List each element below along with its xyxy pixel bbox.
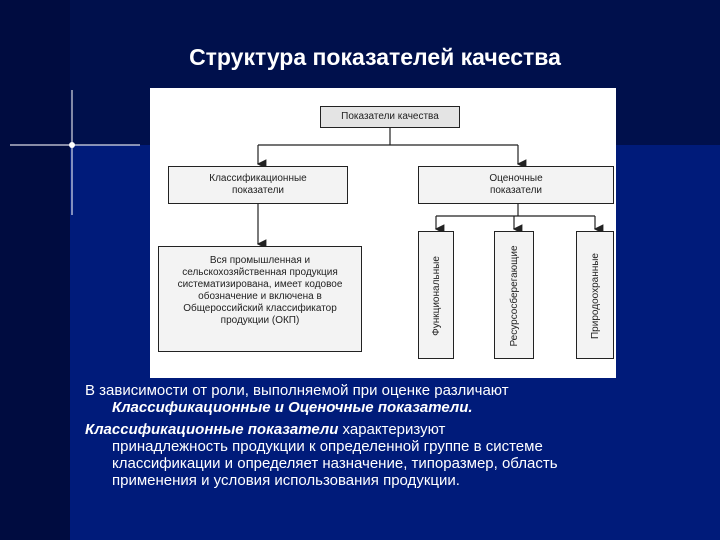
leaf-functional: Функциональные — [418, 231, 454, 359]
leaf-environmental-label: Природоохранные — [590, 252, 601, 340]
body-term-rest: характеризуют — [338, 421, 446, 438]
slide-title: Структура показателей качества — [189, 44, 561, 70]
root-node: Показатели качества — [320, 106, 460, 128]
body-paragraph-2-line-4: применения и условия использования проду… — [112, 472, 460, 489]
diagram-panel: Показатели качества Классификационные по… — [150, 88, 616, 378]
body-paragraph-2-line-3: классификации и определяет назначение, т… — [112, 455, 558, 472]
leaf-resource-saving-label: Ресурсосберегающие — [509, 245, 520, 347]
body-paragraph-2-line-1: Классификационные показатели характеризу… — [85, 421, 445, 438]
diagram-connectors — [256, 128, 604, 249]
body-line-2: Классификационные и Оценочные показатели… — [112, 399, 473, 416]
classification-description: Вся промышленная и сельскохозяйственная … — [158, 246, 362, 352]
classification-node: Классификационные показатели — [168, 166, 348, 204]
background-left-band — [0, 0, 70, 540]
leaf-resource-saving: Ресурсосберегающие — [494, 231, 534, 359]
body-line-1: В зависимости от роли, выполняемой при о… — [85, 382, 509, 399]
evaluation-node: Оценочные показатели — [418, 166, 614, 204]
body-term: Классификационные показатели — [85, 421, 339, 438]
leaf-functional-label: Функциональные — [431, 256, 442, 336]
sparkle-decoration — [10, 90, 140, 215]
body-paragraph-2-line-2: принадлежность продукции к определенной … — [112, 438, 543, 455]
leaf-environmental: Природоохранные — [576, 231, 614, 359]
